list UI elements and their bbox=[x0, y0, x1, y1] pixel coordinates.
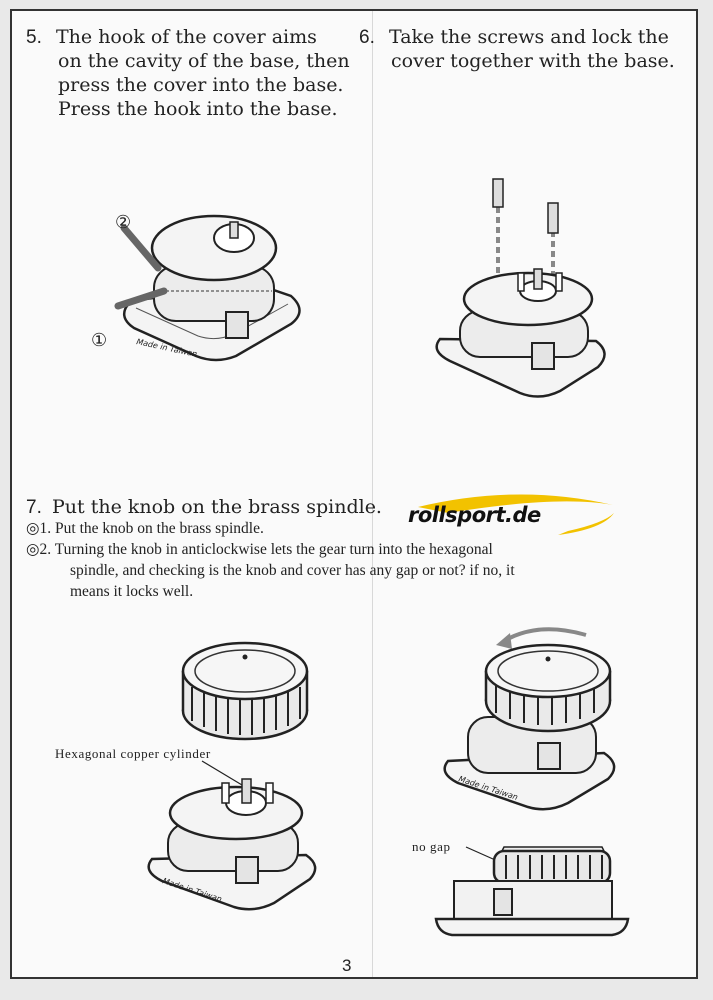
step-5-line-2: on the cavity of the base, then bbox=[58, 50, 350, 72]
step-6-number: 6. bbox=[359, 27, 375, 48]
step-6-line-1: 6.Take the screws and lock the bbox=[359, 26, 669, 48]
step-7-sub-1: ◎1. Put the knob on the brass spindle. bbox=[26, 520, 264, 537]
step-7-sub-2-line-2: spindle, and checking is the knob and co… bbox=[70, 562, 515, 579]
hexagonal-cylinder-label: Hexagonal copper cylinder bbox=[55, 746, 211, 761]
page-number: 3 bbox=[342, 956, 352, 975]
step-5-line-3: press the cover into the base. bbox=[58, 74, 344, 96]
knob-illustration bbox=[181, 641, 309, 741]
anticlockwise-arrow-icon bbox=[502, 627, 587, 643]
step-5-number: 5. bbox=[26, 27, 42, 48]
page-fold bbox=[372, 11, 373, 977]
logo-text: rollsport.de bbox=[408, 503, 541, 527]
step-6-line-2: cover together with the base. bbox=[391, 50, 675, 72]
rollsport-logo: rollsport.de bbox=[408, 491, 623, 541]
step-7-title: 7.Put the knob on the brass spindle. bbox=[26, 496, 382, 518]
step-6-illustration bbox=[435, 178, 606, 398]
callout-2: ② bbox=[115, 212, 132, 232]
step-5-illustration: Made in Taiwan bbox=[114, 214, 301, 362]
step-7-number: 7. bbox=[26, 497, 42, 518]
callout-1: ① bbox=[91, 330, 108, 350]
manual-page: 5.The hook of the cover aims on the cavi… bbox=[10, 9, 698, 979]
step-5-line-1: 5.The hook of the cover aims bbox=[26, 26, 317, 48]
side-view-illustration bbox=[434, 846, 630, 937]
step-7-sub-2-line-3: means it locks well. bbox=[70, 583, 194, 600]
step-7-sub-2-line-1: ◎2. Turning the knob in anticlockwise le… bbox=[26, 541, 493, 558]
assembled-illustration: Made in Taiwan bbox=[443, 627, 616, 811]
base-illustration: Made in Taiwan bbox=[147, 760, 317, 911]
logo-swoosh-icon bbox=[418, 494, 614, 535]
step-5-line-4: Press the hook into the base. bbox=[58, 98, 338, 120]
no-gap-label: no gap bbox=[412, 839, 451, 854]
